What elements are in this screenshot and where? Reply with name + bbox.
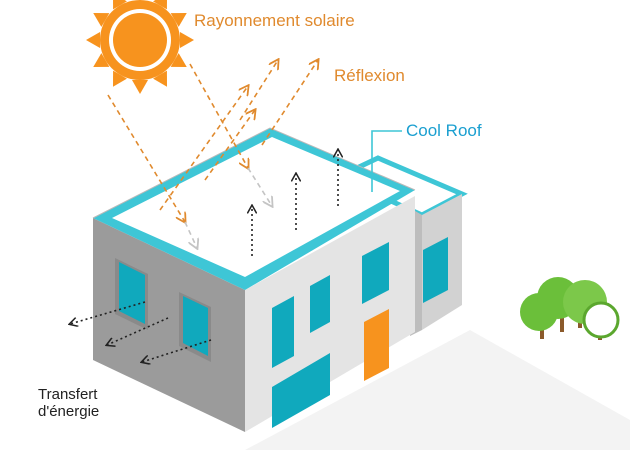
- roof-heat-arrows: [252, 150, 338, 256]
- front-wall-windows: [272, 237, 448, 428]
- energy-transfer-line2: d'énergie: [38, 403, 100, 421]
- cool-roof-label: Cool Roof: [406, 121, 482, 140]
- solar-radiation-label: Rayonnement solaire: [194, 11, 355, 30]
- sun-icon: [86, 0, 194, 94]
- ground-shadow: [245, 330, 630, 450]
- cool-roof-callout: [371, 130, 402, 192]
- energy-transfer-line1: Transfert: [38, 386, 98, 403]
- incoming-radiation-arrows: [107, 63, 248, 222]
- absorbed-radiation-arrows: [184, 167, 272, 248]
- tree-icon: [520, 277, 620, 340]
- reflection-arrows: [159, 60, 318, 211]
- energy-transfer-arrows: [70, 301, 212, 362]
- reflection-label: Réflexion: [334, 66, 405, 85]
- left-wall-windows: [115, 258, 211, 362]
- energy-transfer-label: Transfert d'énergie: [38, 386, 99, 421]
- front-door: [364, 309, 389, 381]
